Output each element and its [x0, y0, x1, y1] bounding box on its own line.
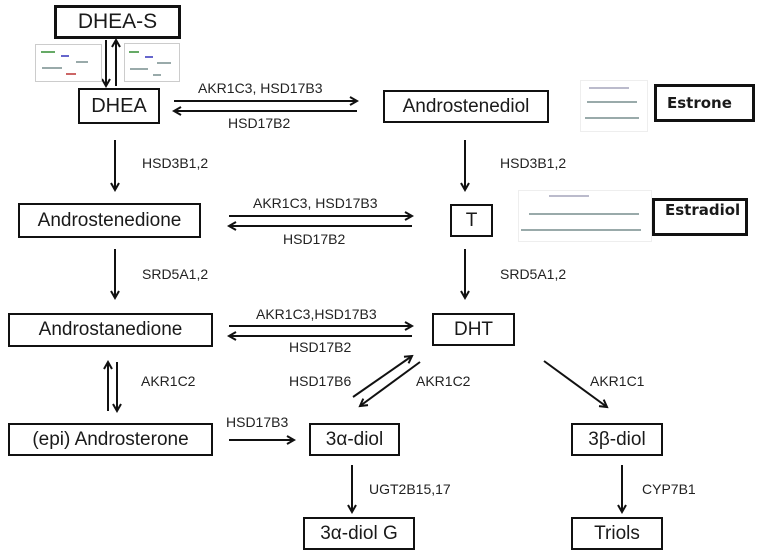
- enzyme-label: AKR1C2: [416, 373, 471, 389]
- enzyme-label: SRD5A1,2: [142, 266, 209, 282]
- node-3a-diol-g: 3α-diol G: [303, 517, 415, 550]
- enzyme-label: HSD17B3: [226, 414, 289, 430]
- node-t: T: [450, 204, 493, 237]
- node-dhea: DHEA: [78, 88, 160, 124]
- enzyme-label: HSD3B1,2: [500, 155, 567, 171]
- enzyme-label: HSD3B1,2: [142, 155, 209, 171]
- node-estrone: Estrone: [654, 84, 755, 122]
- enzyme-label: CYP7B1: [642, 481, 696, 497]
- enzyme-label: AKR1C3,HSD17B3: [256, 306, 377, 322]
- node-3b-diol: 3β-diol: [571, 423, 663, 456]
- node-androstenedione: Androstenedione: [18, 203, 201, 238]
- node-triols: Triols: [571, 517, 663, 550]
- enzyme-label: SRD5A1,2: [500, 266, 567, 282]
- node-3a-diol: 3α-diol: [309, 423, 400, 456]
- node-epi-androsterone: (epi) Androsterone: [8, 423, 213, 456]
- enzyme-label: AKR1C3, HSD17B3: [198, 80, 323, 96]
- enzyme-label: HSD17B2: [289, 339, 352, 355]
- thumbnail-image-left: [35, 44, 102, 82]
- enzyme-label: HSD17B6: [289, 373, 352, 389]
- node-dht: DHT: [432, 313, 515, 346]
- enzyme-label: AKR1C1: [590, 373, 645, 389]
- enzyme-label: HSD17B2: [228, 115, 291, 131]
- enzyme-label: HSD17B2: [283, 231, 346, 247]
- node-estradiol: Estradiol: [652, 198, 748, 236]
- node-dhea-s: DHEA-S: [54, 5, 181, 39]
- arrow-dht-to-3b-diol: [543, 360, 607, 407]
- enzyme-label: AKR1C2: [141, 373, 196, 389]
- node-androstenediol: Androstenediol: [383, 90, 549, 123]
- enzyme-label: AKR1C3, HSD17B3: [253, 195, 378, 211]
- node-androstanedione: Androstanedione: [8, 313, 213, 347]
- enzyme-label: UGT2B15,17: [369, 481, 451, 497]
- thumbnail-image-estrone: [580, 80, 648, 132]
- thumbnail-image-estradiol: [518, 190, 652, 242]
- thumbnail-image-right: [124, 43, 180, 82]
- arrow-3a-diol-to-dht: [352, 356, 412, 398]
- arrow-dht-to-3a-diol: [360, 361, 421, 406]
